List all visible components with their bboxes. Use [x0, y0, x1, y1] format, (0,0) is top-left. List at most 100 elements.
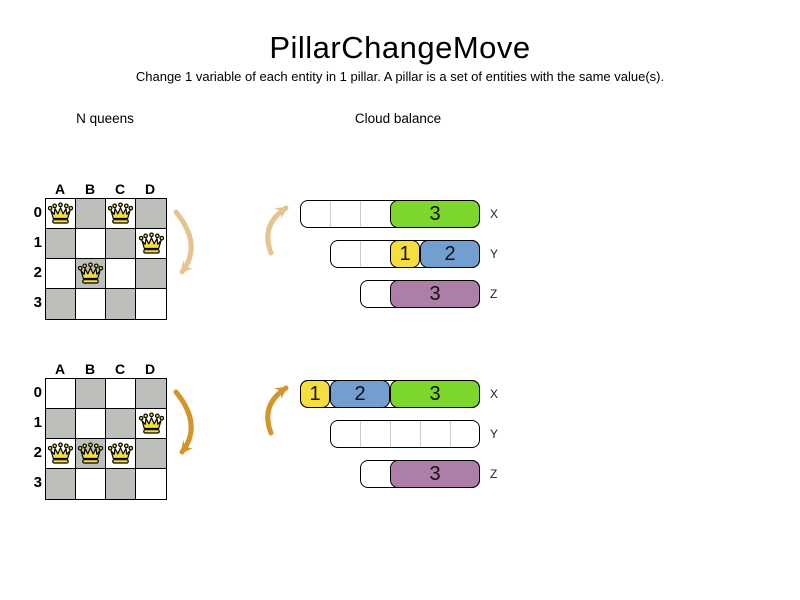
board-cell-c1: [106, 229, 136, 259]
column-header-d: D: [144, 361, 156, 377]
process-block-3: 3: [390, 200, 480, 228]
empty-slot: [330, 420, 360, 448]
chessboard-grid: [45, 198, 167, 320]
board-cell-b2: [76, 439, 106, 469]
queen-crown-icon: [47, 442, 74, 464]
process-block-2: 2: [420, 240, 480, 268]
empty-slot: [360, 240, 390, 268]
row-label-2: 2: [33, 264, 42, 281]
board-cell-b3: [76, 469, 106, 499]
empty-slot: [360, 280, 390, 308]
cloud-move-up-arrow-icon-bottom: [265, 385, 289, 436]
board-cell-d1: [136, 409, 166, 439]
row-label-1: 1: [33, 414, 42, 431]
empty-slot: [330, 240, 360, 268]
cloud-row-y: Y: [300, 420, 498, 448]
board-cell-c2: [106, 439, 136, 469]
process-block-1: 1: [390, 240, 420, 268]
board-cell-c0: [106, 199, 136, 229]
board-cell-c1: [106, 409, 136, 439]
column-headers: A B C D: [45, 181, 165, 198]
row-labels: 0 1 2 3: [26, 378, 42, 498]
computer-bar-z: 3: [360, 280, 480, 308]
column-header-b: B: [84, 181, 96, 197]
board-cell-a3: [46, 469, 76, 499]
process-block-3: 3: [390, 280, 480, 308]
board-cell-a0: [46, 199, 76, 229]
board-cell-a1: [46, 409, 76, 439]
empty-slot: [360, 200, 390, 228]
column-header-a: A: [54, 181, 66, 197]
computer-bar-y: [330, 420, 480, 448]
board-cell-d3: [136, 289, 166, 319]
column-header-d: D: [144, 181, 156, 197]
empty-slot: [390, 420, 420, 448]
board-cell-c3: [106, 469, 136, 499]
process-block-1: 1: [300, 380, 330, 408]
column-header-c: C: [114, 361, 126, 377]
section-label-nqueens: N queens: [76, 111, 134, 126]
page-subtitle: Change 1 variable of each entity in 1 pi…: [135, 69, 665, 84]
board-cell-b2: [76, 259, 106, 289]
queen-crown-icon: [77, 262, 104, 284]
computer-bar-z: 3: [360, 460, 480, 488]
queen-crown-icon: [107, 442, 134, 464]
column-header-a: A: [54, 361, 66, 377]
board-cell-a2: [46, 259, 76, 289]
computer-label-x: X: [490, 207, 499, 221]
computer-label-y: Y: [490, 427, 499, 441]
empty-slot: [420, 420, 450, 448]
section-label-cloud-balance: Cloud balance: [354, 111, 442, 126]
board-cell-a1: [46, 229, 76, 259]
empty-slot: [330, 200, 360, 228]
board-cell-b0: [76, 199, 106, 229]
row-label-1: 1: [33, 234, 42, 251]
queen-crown-icon: [77, 442, 104, 464]
board-cell-c2: [106, 259, 136, 289]
computer-bar-x: 3: [300, 200, 480, 228]
queen-crown-icon: [47, 202, 74, 224]
empty-slot: [300, 200, 330, 228]
row-label-0: 0: [33, 384, 42, 401]
row-label-3: 3: [33, 474, 42, 491]
queen-crown-icon: [107, 202, 134, 224]
nqueens-move-down-arrow-icon-bottom: [173, 389, 194, 455]
board-cell-b0: [76, 379, 106, 409]
empty-slot: [360, 460, 390, 488]
board-cell-b1: [76, 409, 106, 439]
row-label-2: 2: [33, 444, 42, 461]
empty-slot: [450, 420, 480, 448]
row-label-0: 0: [33, 204, 42, 221]
page-title: PillarChangeMove: [269, 30, 531, 65]
computer-label-z: Z: [490, 467, 498, 481]
computer-label-y: Y: [490, 247, 499, 261]
board-cell-d2: [136, 439, 166, 469]
process-block-2: 2: [330, 380, 390, 408]
nqueens-move-down-arrow-icon-top: [173, 209, 194, 275]
board-cell-c0: [106, 379, 136, 409]
process-block-3: 3: [390, 380, 480, 408]
computer-label-x: X: [490, 387, 499, 401]
queen-crown-icon: [138, 232, 164, 254]
board-cell-b1: [76, 229, 106, 259]
empty-slot: [360, 420, 390, 448]
process-block-3: 3: [390, 460, 480, 488]
board-cell-b3: [76, 289, 106, 319]
board-cell-a0: [46, 379, 76, 409]
column-header-c: C: [114, 181, 126, 197]
board-cell-d0: [136, 379, 166, 409]
computer-label-z: Z: [490, 287, 498, 301]
board-cell-c3: [106, 289, 136, 319]
